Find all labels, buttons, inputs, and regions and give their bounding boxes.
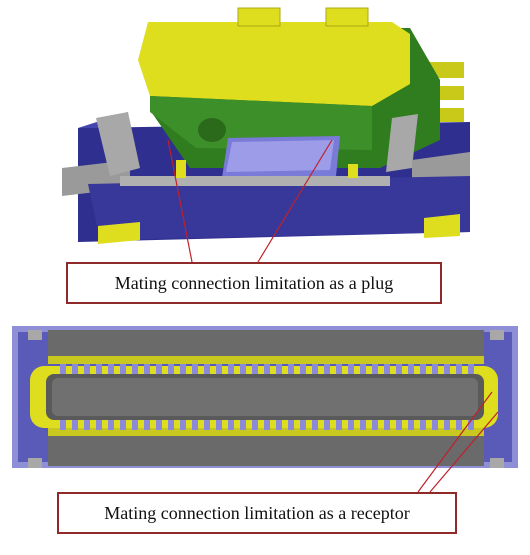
corner-tab-br — [490, 458, 504, 468]
receptor-right-wall — [386, 114, 418, 172]
plug-tab-right — [325, 7, 369, 27]
plug-top-yellow — [138, 22, 410, 106]
receptor-front-rail — [120, 176, 390, 186]
receptor-front-base — [88, 176, 470, 240]
corner-tab-tl — [28, 330, 42, 340]
callout-line-receptor-1 — [417, 391, 493, 493]
plug-label: Mating connection limitation as a plug — [114, 272, 394, 293]
receptor-foot-left — [98, 222, 140, 244]
callout-line-left — [167, 139, 193, 263]
corner-tab-tr — [490, 330, 504, 340]
plug-label-box: Mating connection limitation as a plug — [66, 262, 442, 304]
receptor-foot-right — [424, 214, 460, 238]
receptor-label-box: Mating connection limitation as a recept… — [57, 492, 457, 534]
bottom-contact-strip — [48, 432, 484, 466]
corner-tab-bl — [28, 458, 42, 468]
plug-callout-lines — [167, 139, 333, 263]
receptor-top-view — [12, 326, 518, 468]
receptor-label: Mating connection limitation as a recept… — [104, 502, 410, 523]
receptor-callout-lines — [417, 391, 499, 493]
contact-pins — [60, 364, 474, 430]
plug-3d-view — [62, 7, 470, 244]
top-contact-strip — [48, 330, 484, 360]
plug-tab-left — [237, 7, 281, 27]
callout-line-right — [257, 139, 333, 263]
callout-line-receptor-2 — [429, 411, 499, 493]
